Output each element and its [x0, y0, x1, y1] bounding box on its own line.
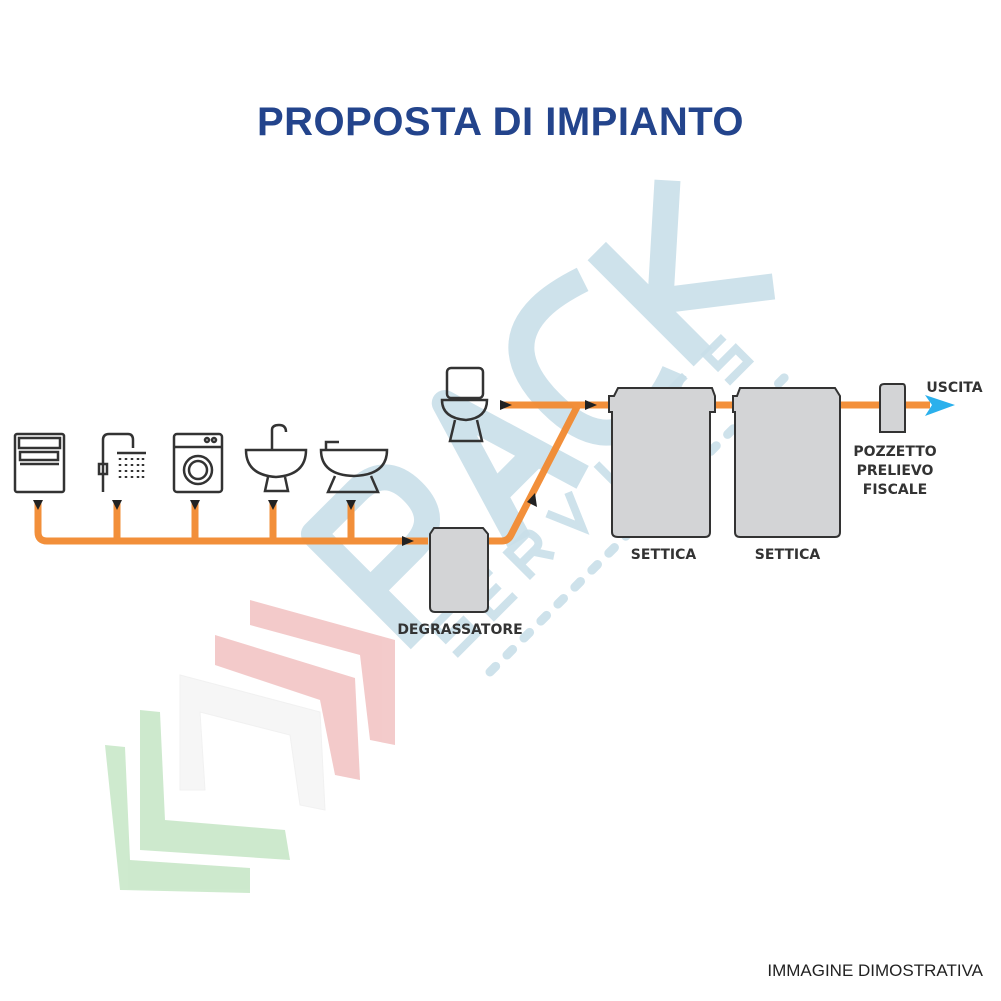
- sampling-well-label-line: PRELIEVO: [856, 463, 934, 479]
- flow-arrows: [33, 400, 597, 546]
- arrow-icon: [33, 500, 43, 510]
- riser-pipe: [488, 401, 612, 545]
- degreaser-tank: [429, 527, 489, 613]
- arrow-icon: [190, 500, 200, 510]
- bidet-icon: [319, 440, 389, 494]
- septic-2-label: SETTICA: [754, 547, 821, 563]
- arrow-icon: [402, 536, 414, 546]
- septic-tank-2: [732, 387, 841, 538]
- septic-tank-1: [608, 387, 716, 538]
- outlet-label: USCITA: [926, 380, 983, 396]
- septic-1-label: SETTICA: [630, 547, 697, 563]
- arrow-icon: [527, 493, 537, 507]
- outlet-arrow-icon: [925, 395, 955, 416]
- arrow-icon: [346, 500, 356, 510]
- shower-icon: [97, 432, 146, 492]
- pipe-network: [34, 401, 930, 545]
- sampling-well-label-line: FISCALE: [862, 482, 928, 498]
- sampling-well: [879, 383, 906, 433]
- arrow-icon: [112, 500, 122, 510]
- caption: IMMAGINE DIMOSTRATIVA: [767, 961, 983, 980]
- arrow-icon: [268, 500, 278, 510]
- toilet-icon: [440, 366, 489, 443]
- dishwasher-icon: [13, 432, 66, 494]
- degreaser-label: DEGRASSATORE: [397, 622, 523, 638]
- washing-machine-icon: [172, 432, 224, 494]
- arrow-icon: [500, 400, 512, 410]
- main-pipe: [34, 502, 428, 545]
- page-title: PROPOSTA DI IMPIANTO: [256, 100, 745, 144]
- sampling-well-label: POZZETTO PRELIEVO FISCALE: [840, 443, 950, 500]
- chevron-logo: [105, 600, 395, 893]
- arrow-icon: [585, 400, 597, 410]
- sampling-well-label-line: POZZETTO: [853, 444, 937, 460]
- sink-icon: [244, 423, 308, 493]
